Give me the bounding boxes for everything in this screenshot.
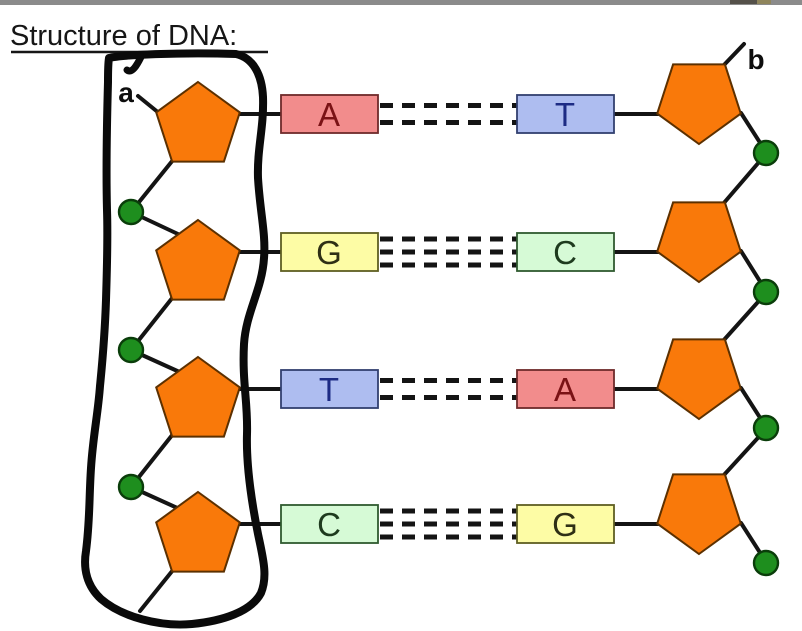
base-letter: G	[552, 506, 578, 543]
right-sugar-pentagons	[656, 63, 742, 556]
top-bar-artifact	[757, 0, 771, 4]
label-a: a	[118, 77, 134, 108]
phosphate-circle-icon	[117, 473, 145, 501]
loop-pen-start-stroke	[123, 53, 145, 75]
sugar-pentagon-icon	[656, 201, 742, 284]
left-backbone-tail	[138, 568, 175, 613]
base-box-right-row3	[516, 369, 615, 409]
phosphate-circle-icon	[752, 139, 780, 167]
phosphate-circle-icon	[752, 549, 780, 577]
phosphate-circle-icon	[117, 198, 145, 226]
sugar-pentagon-icon	[155, 355, 241, 438]
sugar-pentagon-icon	[155, 218, 241, 301]
base-letter: C	[317, 506, 341, 543]
base-box-left-row2	[280, 232, 379, 272]
base-box-right-row2	[516, 232, 615, 272]
window-top-bar	[0, 0, 802, 5]
base-box-left-row4	[280, 504, 379, 544]
sugar-pentagon-icon	[656, 63, 742, 146]
sugar-pentagon-icon	[656, 338, 742, 421]
base-letter: G	[316, 234, 342, 271]
top-bar-artifact	[730, 0, 762, 4]
label-b-connector	[721, 42, 746, 68]
base-pairs: A T G C T A C G	[280, 94, 615, 544]
label-b: b	[747, 44, 764, 75]
page-title: Structure of DNA:	[10, 20, 237, 52]
hydrogen-bonds-layer	[380, 103, 517, 540]
sugar-pentagon-icon	[155, 490, 241, 573]
phosphate-circle-icon	[117, 336, 145, 364]
base-letter: T	[555, 96, 575, 133]
sugar-pentagon-icon	[155, 80, 241, 163]
base-box-left-row1	[280, 94, 379, 134]
base-letter: A	[554, 371, 576, 408]
base-letter: T	[319, 371, 339, 408]
base-letter: C	[553, 234, 577, 271]
base-box-left-row3	[280, 369, 379, 409]
hand-drawn-annotation-loop	[81, 49, 269, 629]
base-letter: A	[318, 96, 340, 133]
sugar-pentagon-icon	[656, 473, 742, 556]
phosphate-circle-icon	[752, 414, 780, 442]
phosphate-groups	[117, 139, 780, 577]
phosphate-circle-icon	[752, 278, 780, 306]
left-sugar-pentagons	[155, 80, 241, 573]
base-box-right-row1	[516, 94, 615, 134]
base-box-right-row4	[516, 504, 615, 544]
